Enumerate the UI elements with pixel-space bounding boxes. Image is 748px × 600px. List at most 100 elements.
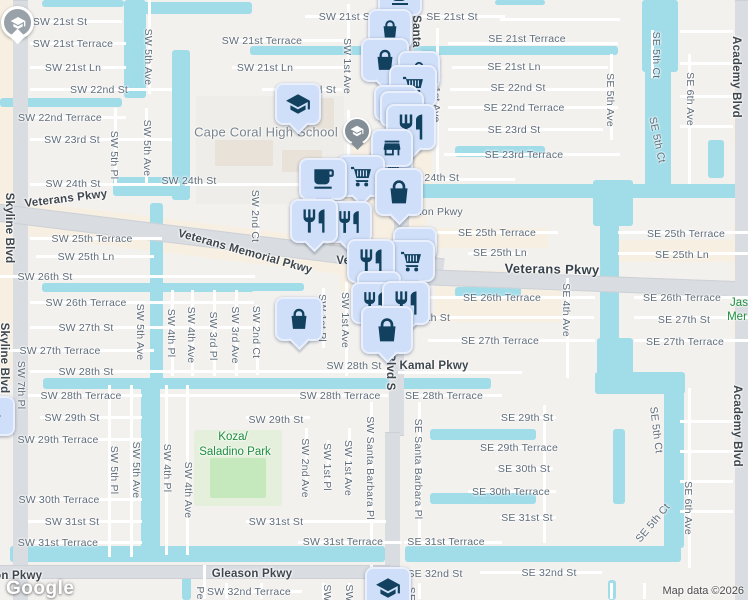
building-footprint (215, 140, 273, 166)
road-label: Kamal Pkwy (399, 360, 469, 372)
street-label: SW 5th Pl (108, 445, 120, 495)
bag-icon (291, 308, 307, 329)
street-label: SW 21st Ln (236, 62, 294, 74)
canal-water (420, 184, 748, 198)
street-label: SW 22nd St (69, 84, 129, 96)
poi-marker-school[interactable] (275, 83, 321, 135)
school-icon (286, 94, 310, 114)
street-label: SW 5th Pl (108, 130, 120, 180)
street-label: SE 25th Terrace (457, 227, 537, 239)
minor-road (468, 252, 528, 255)
street-label: SW 23rd St (44, 134, 100, 146)
street-label: SE 21st St (426, 11, 478, 23)
poi-marker-bag[interactable] (375, 168, 423, 226)
minor-road (30, 66, 126, 69)
street-label: SE 29th Terrace (479, 442, 559, 454)
minor-road (680, 125, 733, 128)
street-label: SE 21st Terrace (488, 33, 566, 45)
street-label: SE 26th Terrace (642, 292, 722, 304)
minor-road (448, 128, 603, 131)
high-school-poi-icon[interactable] (343, 117, 371, 150)
minor-road (680, 420, 733, 423)
store-icon (383, 140, 401, 156)
canal-water (455, 146, 545, 157)
minor-road (185, 183, 345, 186)
minor-road (500, 18, 620, 21)
street-label: SW (321, 584, 333, 600)
poi-marker-bag[interactable] (361, 38, 409, 92)
street-label: SE 21st Ln (487, 61, 541, 73)
street-label: SE 22nd St (490, 82, 546, 94)
poi-marker-bag[interactable] (361, 306, 413, 364)
poi-marker-restaurant[interactable] (290, 199, 338, 253)
park-label: Jas (730, 297, 748, 309)
minor-road (28, 541, 142, 544)
canal-water (645, 55, 671, 195)
park-label: Koza/ (218, 431, 248, 443)
minor-road (688, 388, 691, 568)
street-label: SW 5th Ave (142, 28, 154, 86)
street-label: SE 31st Terrace (407, 536, 485, 548)
cart-icon (351, 166, 371, 187)
street-label: SW 28th Terrace (299, 390, 381, 402)
street-label: SW 25th Terrace (51, 233, 133, 245)
poi-marker-play[interactable] (0, 396, 15, 436)
street-label: SE 30th St (497, 463, 551, 475)
minor-road (108, 385, 111, 557)
minor-road (145, 108, 148, 184)
street-label: SW 28th Terrace (40, 390, 122, 402)
minor-road (680, 62, 733, 65)
minor-road (406, 394, 502, 397)
street-label: SE 27th Terrace (645, 336, 725, 348)
street-label: SE 5th Ave (604, 73, 616, 127)
street-label: SE 31st St (501, 512, 553, 524)
map-attribution: Map data ©2026 (662, 585, 745, 597)
minor-road (500, 416, 556, 419)
minor-road (347, 4, 350, 84)
minor-road (688, 54, 691, 184)
street-label: SW 32nd Terrace (207, 586, 291, 598)
minor-road (651, 30, 654, 78)
minor-road (428, 339, 595, 342)
minor-road (232, 66, 346, 69)
minor-road (256, 192, 259, 238)
street-label: SW 4th Pl (165, 308, 177, 358)
minor-road (30, 183, 180, 186)
street-label: SW 28th St (58, 366, 114, 378)
minor-road (500, 516, 556, 519)
minor-road (130, 385, 133, 557)
minor-road (322, 583, 325, 599)
street-label: SW 27th St (58, 322, 114, 334)
school-icon (350, 125, 364, 137)
poi-marker-cafe[interactable] (299, 158, 347, 210)
school-grey-pin[interactable] (1, 6, 34, 45)
minor-road (480, 571, 602, 574)
minor-road (171, 290, 174, 376)
street-label: SW 21st St (318, 11, 374, 23)
minor-road (618, 252, 748, 255)
minor-road (680, 30, 733, 33)
poi-marker-bag[interactable] (275, 297, 323, 351)
canal-water (182, 576, 191, 600)
minor-road (30, 138, 172, 141)
minor-road (225, 583, 228, 599)
poi-marker-school[interactable] (365, 567, 411, 600)
canal-water (405, 546, 681, 562)
minor-road (246, 520, 386, 523)
minor-road (448, 106, 618, 109)
cart-icon (401, 251, 421, 272)
school-label: Cape Coral High School (194, 124, 338, 140)
minor-road (448, 42, 618, 45)
minor-road (40, 416, 142, 419)
minor-road (203, 565, 206, 599)
minor-road (643, 583, 646, 599)
street-label: SW 24th St (45, 178, 101, 190)
minor-road (436, 28, 439, 178)
street-label: SW 30th Terrace (18, 494, 100, 506)
bag-icon (378, 318, 396, 342)
restaurant-icon (339, 211, 359, 233)
canal-water (140, 2, 252, 14)
minor-road (208, 590, 302, 593)
street-label: SE 23rd St (487, 124, 541, 136)
